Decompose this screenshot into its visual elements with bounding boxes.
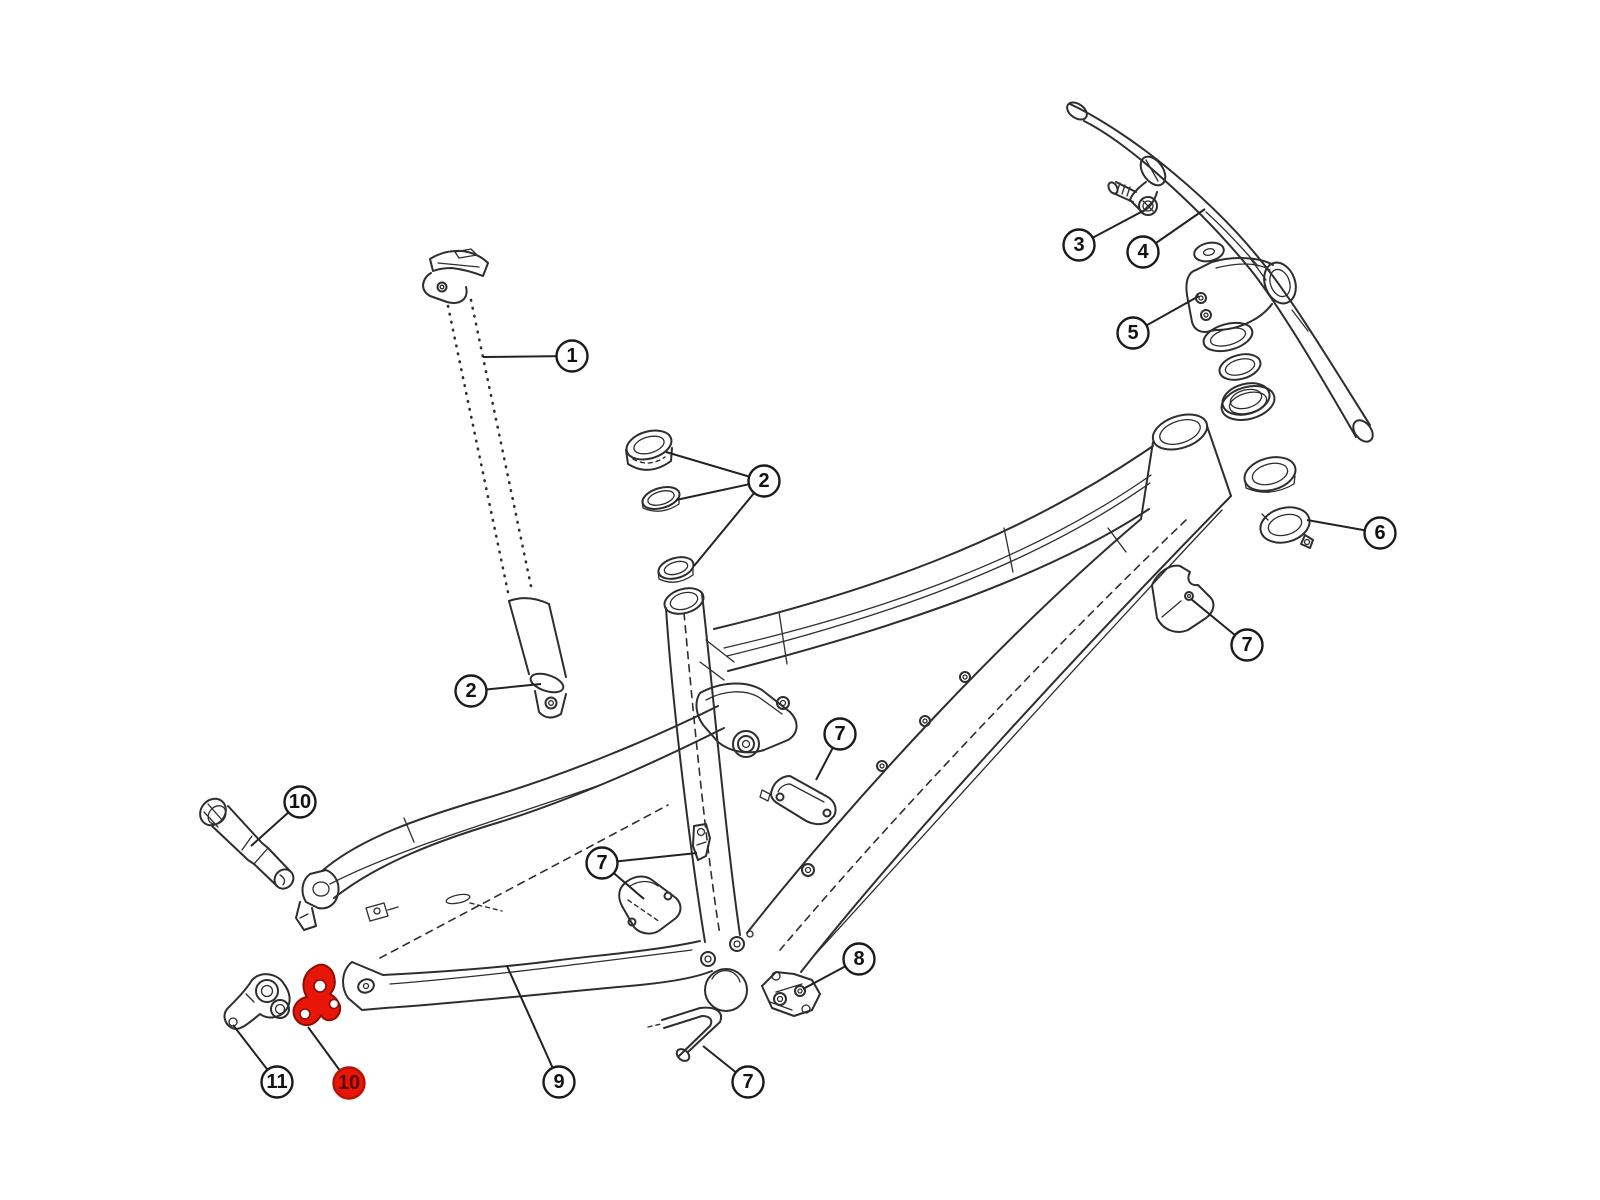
chainstay-drawing bbox=[342, 804, 713, 1011]
callouts: 1 2 2 3 4 5 6 7 7 7 7 8 bbox=[260, 228, 1397, 1100]
callout-hose-sleeve[interactable]: 7 bbox=[731, 1065, 765, 1099]
seatpost-drawing bbox=[422, 248, 567, 719]
headset-stack-drawing bbox=[1220, 385, 1314, 549]
svg-text:1: 1 bbox=[566, 345, 577, 367]
rocker-link-drawing bbox=[695, 639, 798, 758]
handlebar-drawing bbox=[1066, 101, 1374, 443]
svg-text:3: 3 bbox=[1073, 234, 1084, 256]
svg-text:7: 7 bbox=[834, 723, 845, 745]
brake-clamp-drawing bbox=[1107, 155, 1167, 216]
derailleur-hanger-highlighted bbox=[292, 963, 342, 1027]
svg-text:9: 9 bbox=[553, 1071, 564, 1093]
svg-text:6: 6 bbox=[1374, 522, 1385, 544]
chainstay-protector-drawing bbox=[618, 875, 682, 935]
chain-guide-mount-drawing bbox=[761, 971, 821, 1017]
callout-seatpost[interactable]: 1 bbox=[555, 339, 589, 373]
svg-text:7: 7 bbox=[742, 1071, 753, 1093]
svg-text:10: 10 bbox=[289, 791, 311, 813]
seat-collar-rings-drawing bbox=[625, 429, 695, 583]
svg-text:2: 2 bbox=[758, 470, 769, 492]
svg-text:4: 4 bbox=[1137, 241, 1149, 263]
thru-axle-drawing bbox=[199, 797, 295, 890]
callout-headtube-guard[interactable]: 7 bbox=[1230, 628, 1264, 662]
stem-drawing bbox=[1185, 241, 1297, 416]
callout-seatpost-clamp[interactable]: 2 bbox=[454, 674, 488, 708]
svg-text:10: 10 bbox=[338, 1072, 360, 1094]
brake-mount-drawing bbox=[223, 973, 291, 1030]
front-triangle-drawing bbox=[663, 413, 1232, 973]
leader-lines bbox=[232, 208, 1381, 1084]
callout-derailleur-hanger-highlighted[interactable]: 10 bbox=[332, 1066, 366, 1100]
callout-chain-guide-mount[interactable]: 8 bbox=[842, 942, 876, 976]
svg-text:5: 5 bbox=[1127, 322, 1138, 344]
svg-text:7: 7 bbox=[1241, 634, 1252, 656]
headtube-guard-drawing bbox=[1151, 564, 1215, 633]
svg-text:7: 7 bbox=[596, 852, 607, 874]
cable-guide-drawing bbox=[692, 823, 711, 861]
callout-downtube-protector[interactable]: 7 bbox=[823, 717, 857, 751]
callout-bar-clamp[interactable]: 3 bbox=[1062, 228, 1096, 262]
seatstay-drawing bbox=[295, 705, 725, 931]
svg-text:11: 11 bbox=[266, 1071, 287, 1093]
callout-chainstay-protector[interactable]: 7 bbox=[585, 846, 619, 880]
svg-text:8: 8 bbox=[853, 948, 864, 970]
callout-stem[interactable]: 5 bbox=[1116, 316, 1150, 350]
callout-thru-axle[interactable]: 10 bbox=[283, 785, 317, 819]
downtube-protector-drawing bbox=[759, 775, 837, 826]
callout-handlebar[interactable]: 4 bbox=[1126, 235, 1160, 269]
svg-text:2: 2 bbox=[465, 680, 476, 702]
callout-chainstay-arm[interactable]: 9 bbox=[542, 1065, 576, 1099]
bottom-bracket-drawing bbox=[700, 863, 815, 1012]
callout-headset-ring[interactable]: 6 bbox=[1363, 516, 1397, 550]
callout-seat-collar-set[interactable]: 2 bbox=[747, 464, 781, 498]
hose-sleeve-drawing bbox=[647, 1006, 722, 1062]
callout-brake-mount-bracket[interactable]: 11 bbox=[260, 1065, 294, 1099]
